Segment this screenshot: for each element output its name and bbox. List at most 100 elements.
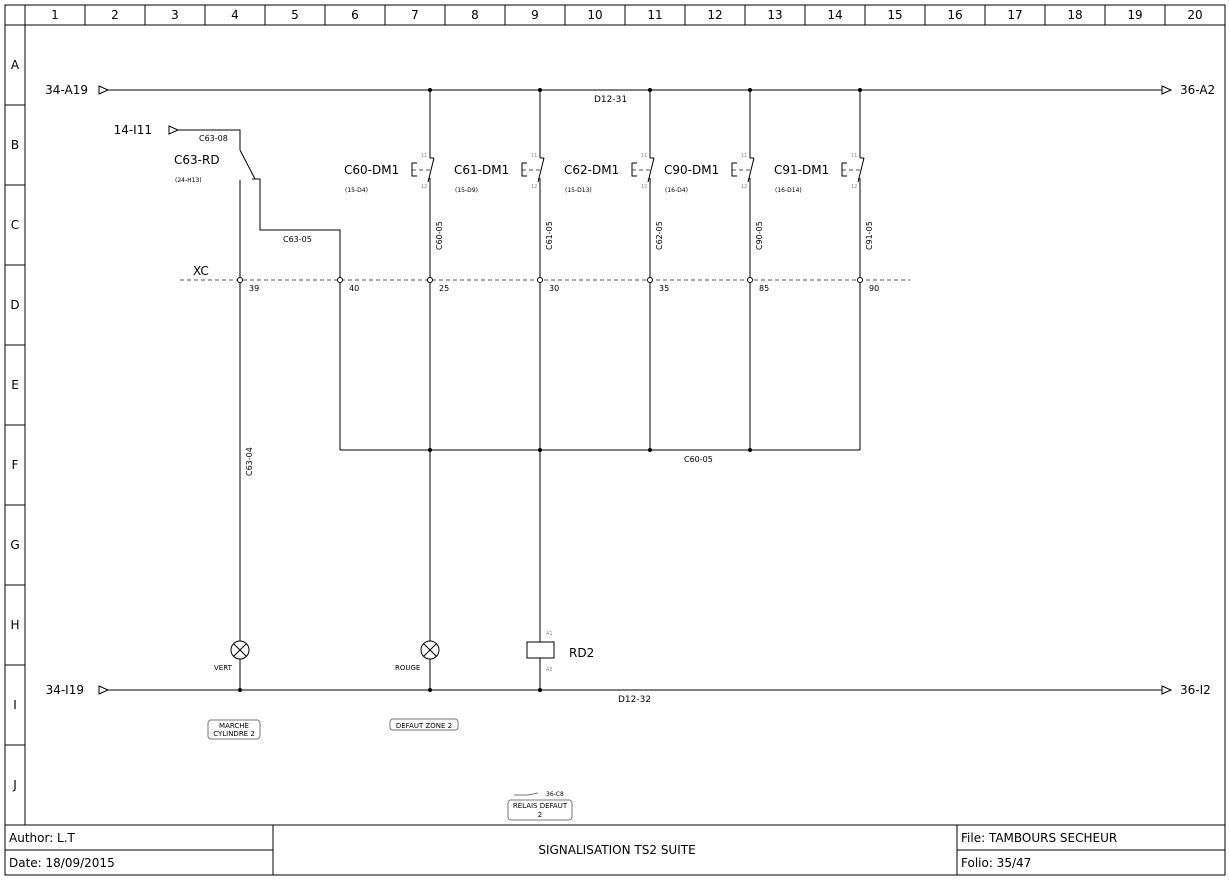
- top-bus-label: D12-31: [594, 95, 627, 105]
- nc-contact-icon: [537, 157, 545, 183]
- junction-dot: [428, 88, 432, 92]
- nc-contact-icon: [647, 157, 655, 183]
- pin-top: 11: [531, 153, 537, 159]
- row-label: D: [10, 298, 19, 312]
- pushbutton-actuator-icon: [631, 162, 637, 177]
- file-text: File: TAMBOURS SECHEUR: [961, 831, 1117, 845]
- relay-name: RD2: [569, 646, 594, 660]
- relay-contact-xref-icon: [514, 792, 539, 796]
- column-label: 13: [767, 8, 782, 22]
- contact-branches: 1112C60-DM1(15-D4)C60-05251112C61-DM1(15…: [344, 90, 879, 450]
- lamp-vert-caption: MARCHE CYLINDRE 2: [207, 719, 261, 740]
- terminal-40-label: 40: [349, 284, 359, 293]
- terminal-strip-name: XC: [193, 264, 209, 278]
- sheet-border: [4, 4, 1226, 876]
- terminal-39: [237, 277, 243, 283]
- selector-switch-blade: [239, 149, 256, 180]
- svg-text:2: 2: [538, 811, 542, 819]
- junction-dot: [428, 448, 432, 452]
- pin-top: 11: [641, 153, 647, 159]
- terminal-25: [427, 277, 433, 283]
- column-label: 6: [351, 8, 359, 22]
- terminal-label: 30: [549, 284, 559, 293]
- column-label: 4: [231, 8, 239, 22]
- pushbutton-actuator-icon: [731, 162, 737, 177]
- terminal-label: 90: [869, 284, 879, 293]
- junction-dot: [538, 688, 542, 692]
- column-label: 11: [647, 8, 662, 22]
- terminal-label: 85: [759, 284, 769, 293]
- contact-wire-label: C61-05: [545, 221, 554, 250]
- pin-bottom: 12: [531, 184, 537, 190]
- svg-text:MARCHE: MARCHE: [219, 722, 249, 730]
- row-label: B: [11, 138, 19, 152]
- contact-wire-label: C60-05: [435, 221, 444, 250]
- pin-bottom: 12: [741, 184, 747, 190]
- column-label: 7: [411, 8, 419, 22]
- svg-text:DEFAUT ZONE 2: DEFAUT ZONE 2: [396, 722, 452, 730]
- contact-wire-label: C62-05: [655, 221, 664, 250]
- bottom-right-arrow-icon: [1161, 685, 1173, 695]
- contact-ref: (16-D4): [665, 187, 688, 194]
- terminal-label: 25: [439, 284, 449, 293]
- svg-text:CYLINDRE 2: CYLINDRE 2: [213, 730, 255, 738]
- input-arrow-icon: [168, 125, 180, 135]
- junction-dot: [538, 448, 542, 452]
- pushbutton-actuator-icon: [841, 162, 847, 177]
- pushbutton-actuator-icon: [411, 162, 417, 177]
- contact-wire-label: C90-05: [755, 221, 764, 250]
- ref-top-left: 34-A19: [45, 83, 88, 97]
- folio-text: Folio: 35/47: [961, 856, 1031, 870]
- contact-name: C60-DM1: [344, 163, 399, 177]
- column-label: 17: [1007, 8, 1022, 22]
- ref-top-right: 36-A2: [1180, 83, 1215, 97]
- relay-a1: A1: [546, 631, 553, 637]
- ref-input-b: 14-I11: [114, 123, 152, 137]
- wire-c63-04: C63-04: [245, 447, 254, 476]
- row-label: G: [10, 538, 19, 552]
- junction-dot: [538, 88, 542, 92]
- column-label: 10: [587, 8, 602, 22]
- pin-bottom: 12: [641, 184, 647, 190]
- column-label: 8: [471, 8, 479, 22]
- column-label: 9: [531, 8, 539, 22]
- top-right-arrow-icon: [1161, 85, 1173, 95]
- wire-c63-05: C63-05: [283, 235, 312, 244]
- lamp-vert-color: VERT: [214, 664, 233, 672]
- selector-feed-wire: [178, 129, 241, 150]
- nc-contact-icon: [427, 157, 435, 183]
- column-label: 18: [1067, 8, 1082, 22]
- column-label: 3: [171, 8, 179, 22]
- column-label: 1: [51, 8, 59, 22]
- column-label: 14: [827, 8, 842, 22]
- pin-top: 11: [421, 153, 427, 159]
- terminal-35: [647, 277, 653, 283]
- terminal-label: 35: [659, 284, 669, 293]
- bottom-left-arrow-icon: [98, 685, 110, 695]
- column-label: 2: [111, 8, 119, 22]
- contact-wire-label: C91-05: [865, 221, 874, 250]
- bottom-bus-label: D12-32: [618, 695, 651, 705]
- top-left-arrow-icon: [98, 85, 110, 95]
- column-label: 20: [1187, 8, 1202, 22]
- junction-dot: [428, 688, 432, 692]
- ref-bottom-right: 36-I2: [1180, 683, 1211, 697]
- relay-xref: 36-C8: [546, 791, 564, 798]
- junction-dot: [648, 88, 652, 92]
- column-label: 16: [947, 8, 962, 22]
- pin-bottom: 12: [421, 184, 427, 190]
- pin-bottom: 12: [851, 184, 857, 190]
- terminal-90: [857, 277, 863, 283]
- relay-caption: RELAIS DEFAUT 2: [507, 799, 573, 821]
- junction-dots: [238, 88, 862, 692]
- common-bus-label: C60-05: [684, 455, 713, 464]
- row-label: I: [13, 698, 17, 712]
- row-label: F: [12, 458, 19, 472]
- relay-a2: A2: [546, 667, 553, 673]
- contact-name: C62-DM1: [564, 163, 619, 177]
- junction-dot: [238, 688, 242, 692]
